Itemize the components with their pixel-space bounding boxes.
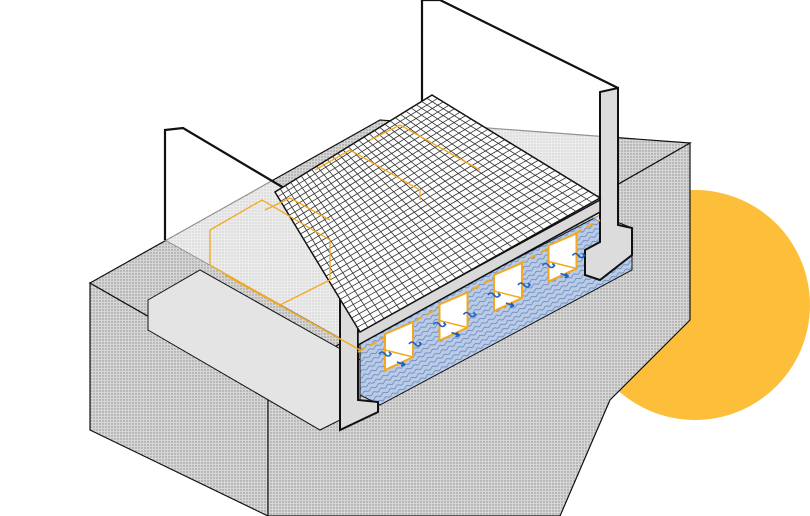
water-flow-arrow-icon [451,331,461,338]
drainage-module [432,290,477,343]
water-flow-arrow-icon [541,262,556,269]
floor-slab-edge [357,198,601,347]
water-flow-arrow-icon [408,341,423,347]
grid-line [410,107,569,217]
embedded-duct-lines [209,124,481,351]
water-flow-arrow-icon [432,321,447,328]
drainage-module [541,231,586,284]
water-flow-arrow-icon [505,302,515,308]
grid-line [356,194,595,328]
grid-line [351,187,584,319]
drainage-module [378,320,423,372]
drainage-module [487,261,532,313]
water-flow-arrow-icon [571,252,586,259]
grid-line [345,180,573,310]
water-flow-arrow-icon [517,282,532,288]
grid-line [354,190,589,324]
drainage-modules [378,231,586,372]
water-flow-arrow-icon [560,272,570,279]
water-flow-arrow-icon [378,351,393,357]
grid-line [421,101,585,208]
water-flow-arrow-icon [462,311,477,318]
grid-line [348,183,578,314]
grid-line [416,104,577,212]
right-wall-front-face [584,86,633,282]
grid-line [426,97,593,203]
water-flow-arrow-icon [487,292,502,298]
water-flow-arrow-icon [396,361,406,367]
